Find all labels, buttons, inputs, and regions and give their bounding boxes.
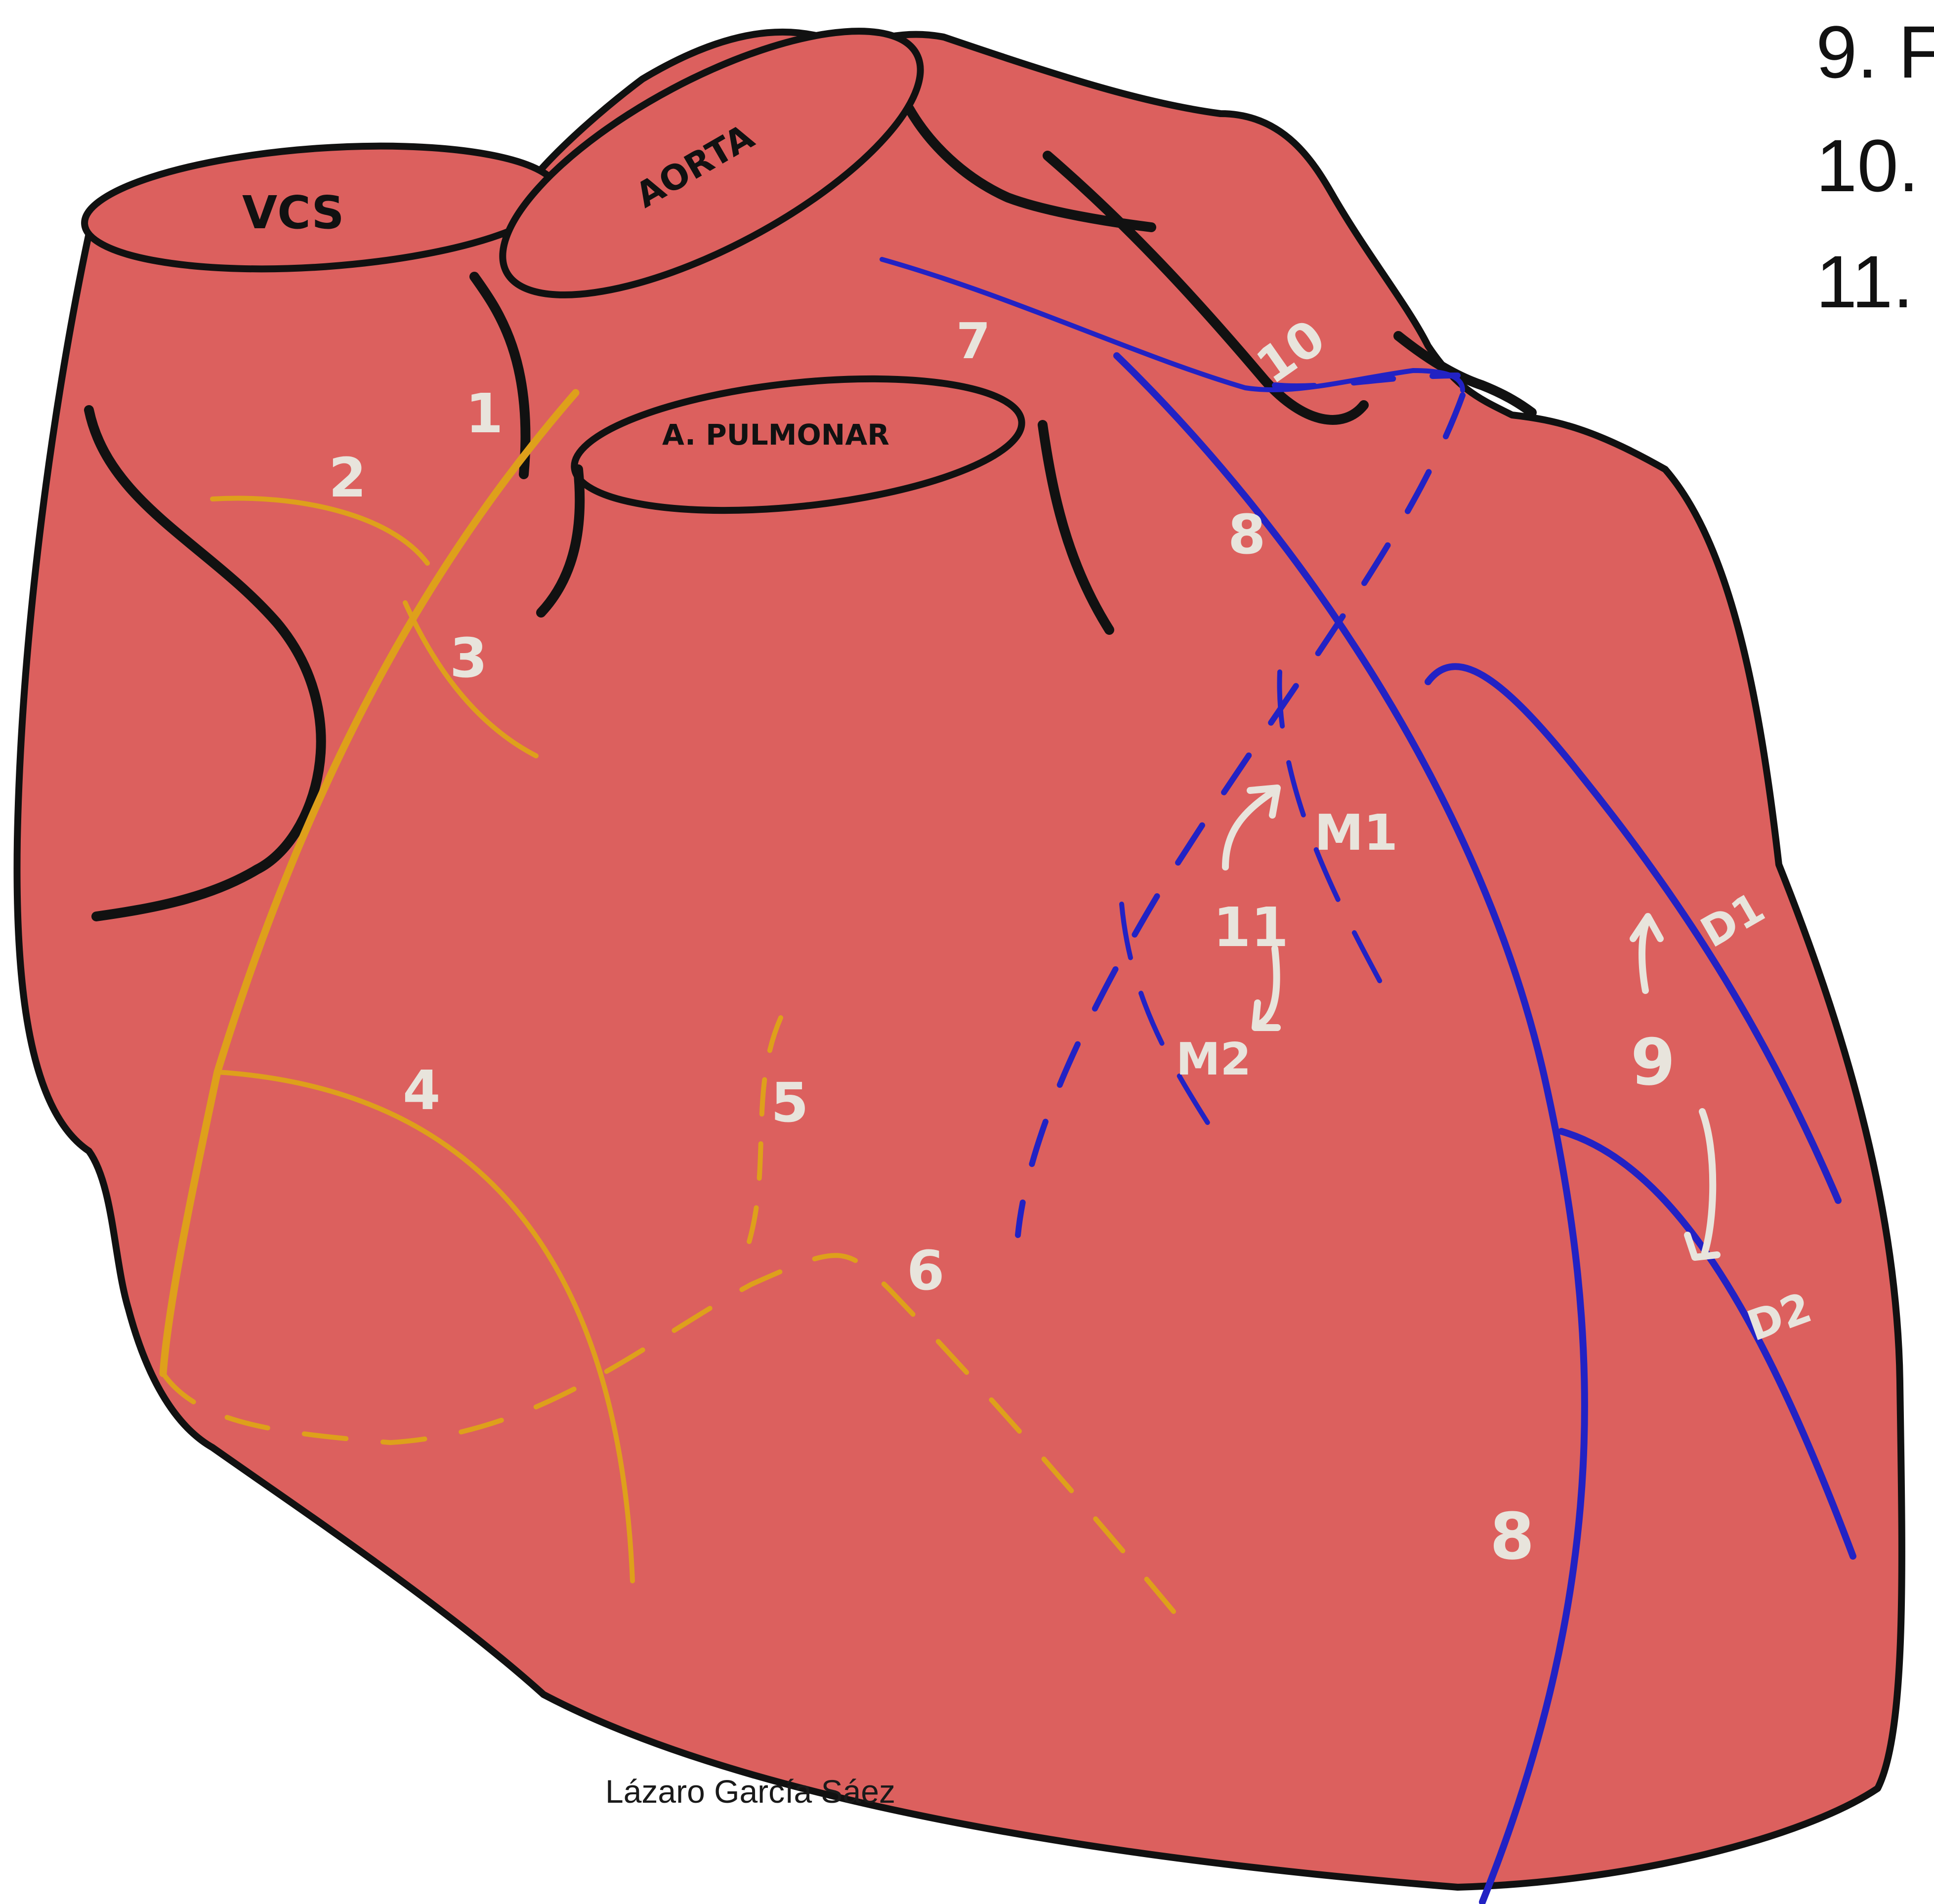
branch-8-upper-label: 8: [1228, 503, 1266, 566]
branch-8-lower-label: 8: [1490, 1499, 1534, 1574]
legend-item-9: 9. F: [1816, 15, 1934, 89]
pulmonary-label: A. PULMONAR: [662, 418, 889, 452]
legend-item-11: 11.: [1816, 245, 1913, 319]
branch-4-label: 4: [403, 1059, 441, 1122]
m1-label: M1: [1314, 804, 1398, 862]
heart-body: [17, 32, 1901, 1887]
author-credit: Lázaro García Sáez: [605, 1773, 895, 1810]
m2-label: M2: [1176, 1034, 1251, 1085]
vcs-label: VCS: [242, 186, 344, 239]
branch-2-label: 2: [329, 446, 367, 509]
legend-item-10: 10.: [1816, 128, 1919, 203]
branch-5-label: 5: [771, 1071, 809, 1134]
branch-9-label: 9: [1631, 1025, 1675, 1100]
branch-1-label: 1: [465, 382, 504, 445]
branch-3-label: 3: [450, 626, 488, 690]
branch-7-label: 7: [956, 312, 991, 370]
branch-6-label: 6: [907, 1239, 945, 1302]
